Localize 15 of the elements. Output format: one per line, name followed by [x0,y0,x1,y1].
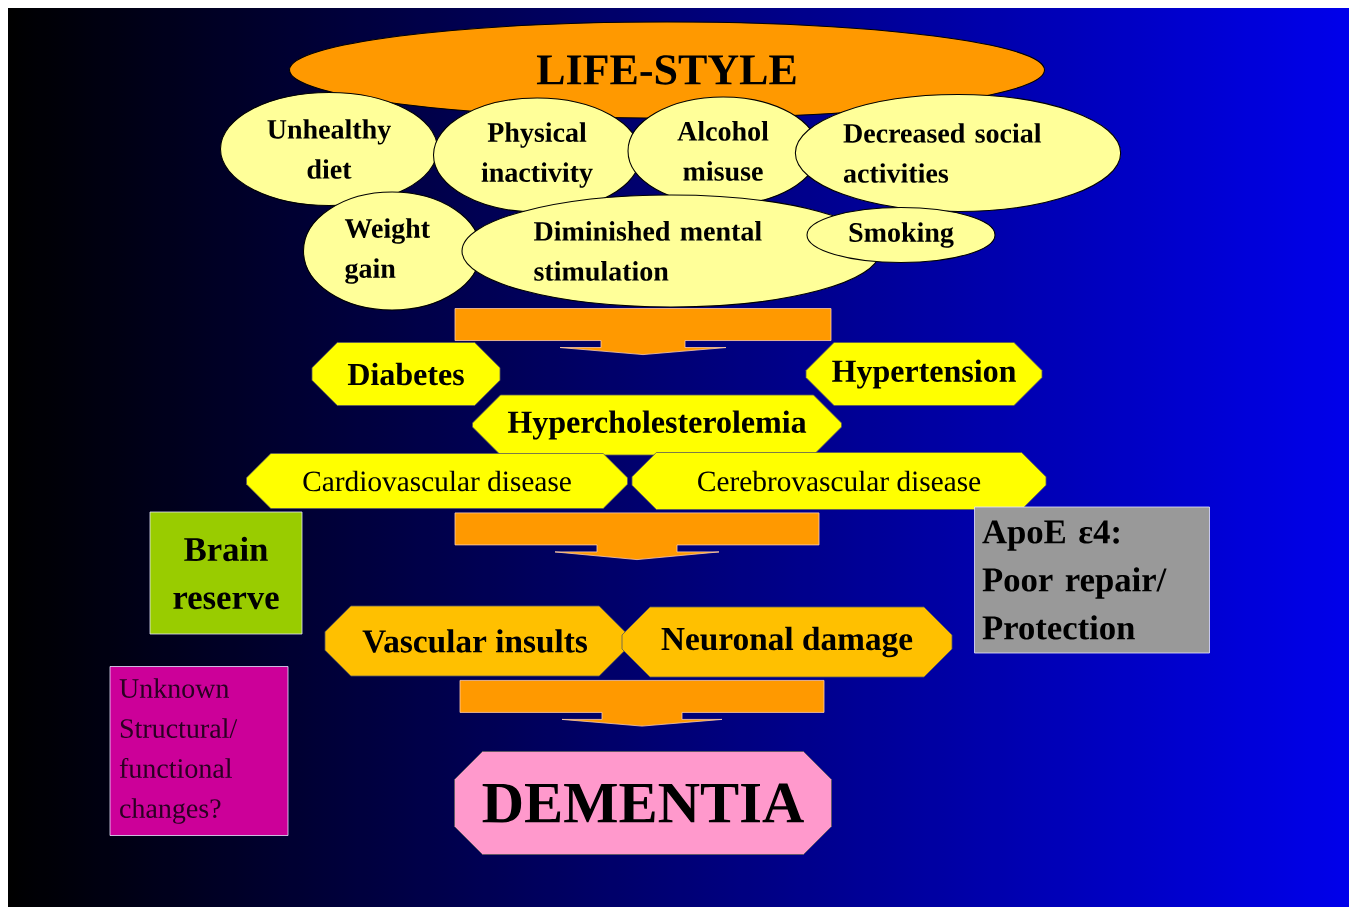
text-box: ApoE ε4: Poor repair/ Protection [974,506,1210,654]
octagon-node: Cardiovascular disease [246,453,628,509]
block-arrow [459,680,825,727]
ellipse-node: Smoking [806,206,996,264]
octagon-node: Neuronal damage [621,606,953,678]
block-arrow [454,308,832,355]
text-box: Unknown Structural/ functional changes? [109,666,289,836]
octagon-node: DEMENTIA [454,751,832,855]
ellipse-node: Weight gain [302,191,482,311]
octagon-node: Cerebrovascular disease [631,452,1047,510]
octagon-node: Hypercholesterolemia [472,394,842,456]
text-box: Brain reserve [149,511,303,635]
ellipse-node: Unhealthy diet [219,91,439,207]
block-arrow [454,512,820,560]
octagon-node: Vascular insults [324,605,626,677]
